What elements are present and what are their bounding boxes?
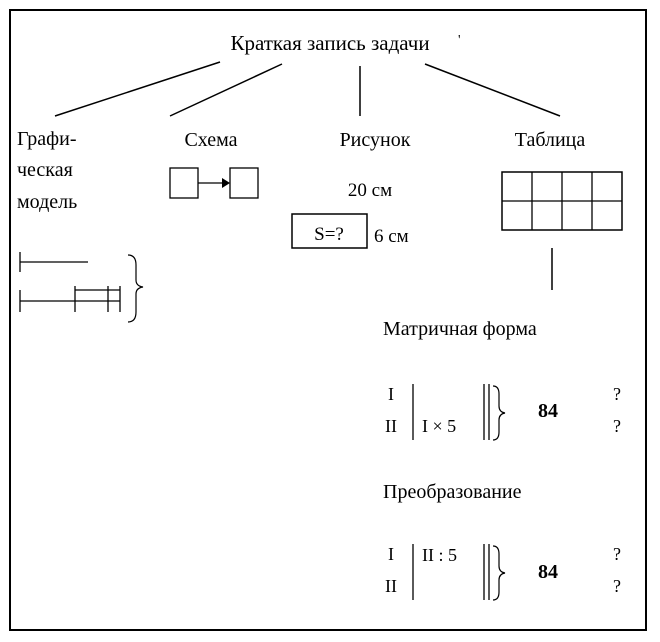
transform-expression: II : 5 [422, 545, 457, 565]
table-label: Таблица [515, 129, 586, 151]
scheme-diagram [169, 167, 259, 199]
matrix-question-2: ? [613, 416, 621, 436]
connector-table [424, 63, 561, 117]
transform-brace [492, 545, 506, 601]
table-grid [501, 171, 623, 231]
transform-question-1: ? [613, 544, 621, 564]
drawing-rectangle [291, 213, 368, 249]
graphic-label-line-2: ческая [17, 159, 73, 181]
matrix-question-1: ? [613, 384, 621, 404]
graphic-label-line-3: модель [17, 191, 77, 213]
transform-row-1: I [388, 544, 394, 564]
root-title: Краткая запись задачи [230, 31, 429, 55]
drawing-area-label: S=? [314, 224, 344, 245]
connector-scheme [169, 63, 283, 117]
graphic-label-line-1: Графи- [17, 128, 77, 150]
scheme-label: Схема [184, 129, 237, 151]
matrix-heading: Матричная форма [383, 318, 537, 340]
matrix-row-2: II [385, 416, 397, 436]
root-title-mark: ' [458, 33, 461, 48]
matrix-row-1: I [388, 384, 394, 404]
matrix-expression: I × 5 [422, 416, 456, 436]
connector-graphic [54, 61, 221, 117]
transform-heading: Преобразование [383, 481, 522, 503]
diagram-frame [9, 9, 647, 631]
matrix-total: 84 [538, 400, 558, 422]
drawing-dimension-side: 6 см [374, 226, 409, 247]
graphic-segment-model [19, 252, 144, 323]
drawing-dimension-top: 20 см [348, 180, 392, 201]
drawing-label: Рисунок [340, 129, 411, 151]
transform-total: 84 [538, 561, 558, 583]
transform-row-2: II [385, 576, 397, 596]
matrix-brace [492, 385, 506, 441]
transform-question-2: ? [613, 576, 621, 596]
